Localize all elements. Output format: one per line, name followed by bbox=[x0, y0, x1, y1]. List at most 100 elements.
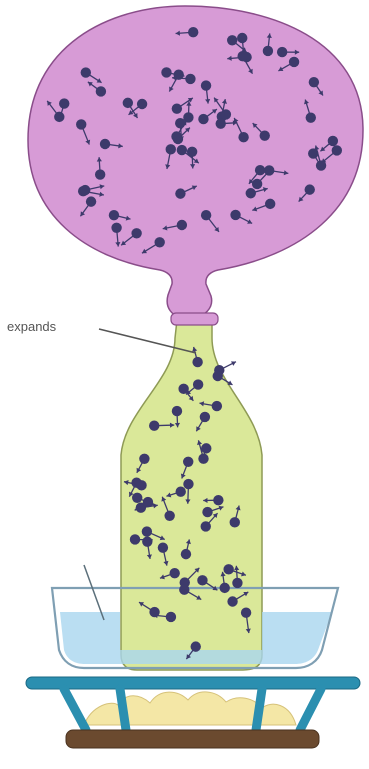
molecule-dot bbox=[183, 112, 193, 122]
molecule-dot bbox=[238, 132, 248, 142]
molecule-dot bbox=[171, 131, 181, 141]
molecule-dot bbox=[158, 542, 168, 552]
molecule-dot bbox=[200, 412, 210, 422]
molecule-dot bbox=[202, 507, 212, 517]
molecule-dot bbox=[223, 564, 233, 574]
molecule-dot bbox=[161, 67, 171, 77]
molecule-dot bbox=[230, 210, 240, 220]
molecule-dot bbox=[237, 33, 247, 43]
molecule-dot bbox=[142, 526, 152, 536]
molecule-dot bbox=[201, 443, 211, 453]
molecule-dot bbox=[328, 136, 338, 146]
molecule-dot bbox=[306, 112, 316, 122]
molecule-dot bbox=[59, 98, 69, 108]
glass-glint bbox=[84, 565, 104, 620]
molecule-dot bbox=[277, 47, 287, 57]
molecule-dot bbox=[188, 27, 198, 37]
molecule-dot bbox=[213, 495, 223, 505]
molecule-dot bbox=[137, 99, 147, 109]
molecule-dot bbox=[178, 384, 188, 394]
molecule-dot bbox=[111, 223, 121, 233]
molecule-dot bbox=[332, 145, 342, 155]
molecule-dot bbox=[216, 118, 226, 128]
molecule-dot bbox=[252, 179, 262, 189]
molecule-dot bbox=[166, 144, 176, 154]
molecule-dot bbox=[289, 57, 299, 67]
molecule-dot bbox=[246, 188, 256, 198]
molecule-dot bbox=[136, 480, 146, 490]
molecule-dot bbox=[109, 210, 119, 220]
molecule-dot bbox=[185, 74, 195, 84]
molecule-dot bbox=[181, 549, 191, 559]
molecule-dot bbox=[201, 521, 211, 531]
stand-leg-left bbox=[64, 689, 86, 730]
bottle-neck-ring bbox=[171, 313, 218, 325]
bottle-body bbox=[121, 320, 262, 670]
expands-label: expands bbox=[7, 319, 57, 334]
molecule-dot bbox=[241, 607, 251, 617]
molecule-dot bbox=[198, 453, 208, 463]
molecule-dot bbox=[192, 357, 202, 367]
stand-inner-leg-left bbox=[120, 689, 126, 730]
molecule-dot bbox=[132, 493, 142, 503]
molecule-dot bbox=[143, 497, 153, 507]
molecule-dot bbox=[260, 130, 270, 140]
bottle bbox=[121, 313, 262, 670]
molecule-dot bbox=[183, 479, 193, 489]
molecule-dot bbox=[80, 185, 90, 195]
molecule-dot bbox=[176, 486, 186, 496]
stand-top-bar bbox=[26, 677, 360, 689]
molecule-dot bbox=[213, 371, 223, 381]
molecule-dot bbox=[255, 165, 265, 175]
burner-base bbox=[66, 730, 319, 748]
molecule-dot bbox=[227, 596, 237, 606]
molecule-dot bbox=[139, 454, 149, 464]
molecule-dot bbox=[154, 237, 164, 247]
molecule-dot bbox=[169, 568, 179, 578]
stand-inner-leg-right bbox=[256, 689, 262, 730]
molecule-dot bbox=[177, 145, 187, 155]
molecule-dot bbox=[172, 406, 182, 416]
molecule-dot bbox=[265, 199, 275, 209]
expands-annotation: expands bbox=[7, 319, 196, 353]
molecule-dot bbox=[230, 517, 240, 527]
molecule-dot bbox=[263, 46, 273, 56]
molecule-dot bbox=[179, 584, 189, 594]
molecule-dot bbox=[175, 188, 185, 198]
molecule-dot bbox=[95, 169, 105, 179]
molecule-dot bbox=[316, 160, 326, 170]
molecule-dot bbox=[96, 86, 106, 96]
stand-leg-right bbox=[300, 689, 321, 730]
molecule-dot bbox=[123, 98, 133, 108]
molecule-dot bbox=[220, 583, 230, 593]
molecule-dot bbox=[201, 210, 211, 220]
molecule-dot bbox=[201, 80, 211, 90]
molecule-dot bbox=[166, 612, 176, 622]
molecule-dot bbox=[232, 578, 242, 588]
molecule-dot bbox=[76, 119, 86, 129]
molecule-dot bbox=[197, 575, 207, 585]
molecule-dot bbox=[149, 607, 159, 617]
molecule-dot bbox=[309, 77, 319, 87]
molecule-dot bbox=[212, 401, 222, 411]
molecule-dot bbox=[305, 184, 315, 194]
molecule-dot bbox=[237, 51, 247, 61]
molecule-dot bbox=[227, 35, 237, 45]
molecule-dot bbox=[149, 420, 159, 430]
molecule-dot bbox=[193, 379, 203, 389]
molecule-dot bbox=[100, 139, 110, 149]
molecule-dot bbox=[221, 109, 231, 119]
molecule-dot bbox=[172, 103, 182, 113]
molecule-dot bbox=[142, 536, 152, 546]
molecule-dot bbox=[191, 641, 201, 651]
molecule-dot bbox=[86, 196, 96, 206]
molecule-dot bbox=[81, 67, 91, 77]
molecule-dot bbox=[198, 114, 208, 124]
molecule-dot bbox=[164, 511, 174, 521]
molecule-dot bbox=[131, 228, 141, 238]
molecule-dot bbox=[177, 220, 187, 230]
molecule-dot bbox=[130, 534, 140, 544]
molecule-dot bbox=[183, 457, 193, 467]
